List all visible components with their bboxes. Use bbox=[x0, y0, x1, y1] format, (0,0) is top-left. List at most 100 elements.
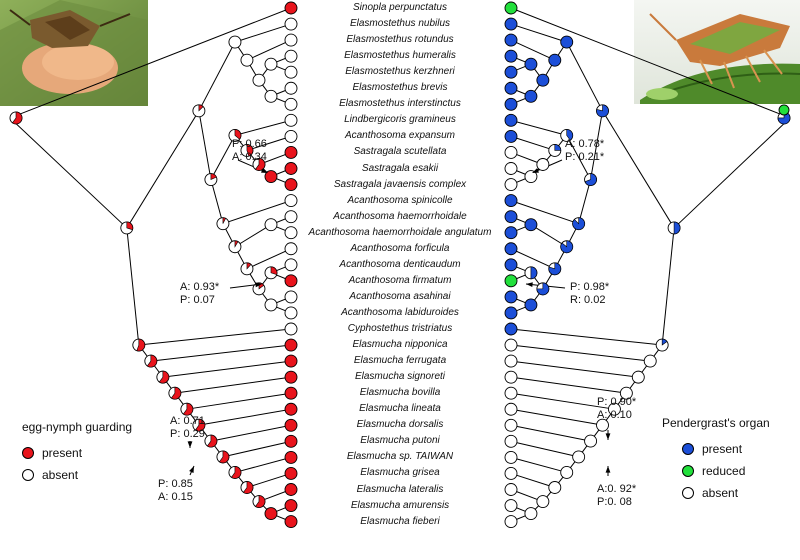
node-marker-right bbox=[643, 354, 657, 368]
annotation-node-elasmucha2-a: A: 0.15 bbox=[158, 491, 193, 503]
tip-marker-right bbox=[504, 258, 518, 272]
tree-branch bbox=[246, 39, 292, 61]
tree-branch bbox=[530, 224, 567, 248]
tip-marker-right bbox=[504, 17, 518, 31]
tip-marker-right bbox=[504, 418, 518, 432]
annotation-right-elasmucha2-a: A:0. 92* bbox=[597, 483, 637, 495]
arrow-head bbox=[261, 168, 268, 173]
tip-marker-left bbox=[284, 354, 298, 368]
tip-marker-right bbox=[504, 1, 518, 15]
legend-label: absent bbox=[702, 486, 739, 500]
tip-marker-left bbox=[284, 178, 298, 192]
pie-slice bbox=[136, 338, 146, 352]
tip-marker-left bbox=[284, 418, 298, 432]
tip-marker-left bbox=[284, 129, 298, 143]
taxon-label: Acanthosoma haemorrhoidale angulatum bbox=[308, 226, 492, 238]
node-marker-right bbox=[524, 57, 538, 71]
pie-slice bbox=[255, 495, 266, 508]
tip-marker-right bbox=[504, 386, 518, 400]
pie-slice bbox=[530, 266, 538, 280]
pie-slice bbox=[198, 104, 204, 112]
tree-branch bbox=[9, 117, 128, 229]
white-dot-icon bbox=[682, 487, 694, 499]
pie-slice bbox=[206, 434, 218, 448]
tree-branch bbox=[150, 344, 292, 362]
arrow-head bbox=[605, 433, 611, 440]
taxon-label: Elasmucha dorsalis bbox=[356, 419, 444, 431]
arrow-head bbox=[255, 282, 262, 288]
tip-marker-left bbox=[284, 226, 298, 240]
pie-slice bbox=[560, 240, 573, 254]
tip-marker-left bbox=[284, 65, 298, 79]
arrow-head bbox=[189, 466, 194, 473]
tip-marker-right bbox=[504, 129, 518, 143]
tree-branch bbox=[510, 392, 615, 410]
tip-marker-right bbox=[504, 499, 518, 512]
taxon-label: Acanthosoma expansum bbox=[344, 130, 456, 142]
shield-bug-on-leaf-photo bbox=[634, 0, 800, 104]
legend-item-present: present bbox=[22, 442, 132, 464]
tip-marker-right bbox=[504, 97, 518, 111]
tip-marker-left bbox=[284, 145, 298, 159]
node-marker-left bbox=[228, 35, 242, 49]
taxon-label: Elasmucha lateralis bbox=[356, 483, 444, 495]
tip-marker-left bbox=[284, 290, 298, 304]
annotation-right-elasmucha-a: A: 0.10 bbox=[597, 409, 632, 421]
legend-egg-nymph-guarding: egg-nymph guarding present absent bbox=[22, 420, 132, 486]
node-marker-left bbox=[240, 53, 254, 67]
tree-branch bbox=[198, 408, 292, 426]
tip-marker-right bbox=[504, 322, 518, 336]
tree-branch bbox=[246, 472, 292, 488]
tip-marker-right bbox=[504, 210, 518, 224]
pie-slice bbox=[12, 111, 23, 125]
tip-marker-right bbox=[504, 274, 518, 288]
pie-slice bbox=[566, 129, 574, 141]
annotation-right-acanthosoma-r: R: 0.02 bbox=[570, 294, 606, 306]
tree-branch bbox=[510, 344, 651, 362]
annotation-node-elasmucha-p: P: 0.29 bbox=[170, 428, 205, 440]
node-marker-right bbox=[536, 495, 550, 508]
taxon-label: Acanthosoma asahinai bbox=[349, 290, 451, 302]
node-marker-right bbox=[631, 370, 645, 384]
shield-bug-guarding-eggs-photo bbox=[0, 0, 148, 106]
legend-label: absent bbox=[42, 468, 79, 482]
tip-marker-right bbox=[504, 145, 518, 159]
tree-branch bbox=[210, 179, 224, 224]
tree-branch bbox=[210, 135, 236, 180]
tip-marker-right bbox=[504, 354, 518, 368]
tree-branch bbox=[198, 110, 212, 180]
tree-branch bbox=[510, 440, 579, 458]
tip-marker-left bbox=[284, 370, 298, 384]
tip-marker-right bbox=[504, 515, 518, 529]
legend-label: present bbox=[42, 446, 83, 460]
tip-marker-right bbox=[504, 434, 518, 448]
legend-label: reduced bbox=[702, 464, 746, 478]
tree-branch bbox=[234, 119, 292, 136]
arrow-head bbox=[605, 466, 611, 473]
pie-slice bbox=[246, 144, 254, 157]
node-marker-right bbox=[619, 386, 633, 400]
tip-marker-right bbox=[504, 306, 518, 320]
tip-marker-left bbox=[284, 338, 298, 352]
tip-marker-right bbox=[504, 450, 518, 464]
taxon-label: Elasmucha fieberi bbox=[360, 515, 440, 527]
pie-slice bbox=[194, 418, 206, 432]
taxon-label: Elasmucha ferrugata bbox=[353, 355, 447, 367]
tip-marker-left bbox=[284, 210, 298, 224]
taxon-label: Elasmucha nipponica bbox=[352, 339, 448, 351]
tip-marker-left bbox=[284, 386, 298, 400]
tip-marker-right bbox=[504, 483, 518, 496]
tip-marker-left bbox=[284, 81, 298, 95]
blue-dot-icon bbox=[682, 443, 694, 455]
pie-slice bbox=[218, 450, 230, 464]
taxon-label: Elasmucha signoreti bbox=[354, 371, 446, 383]
tree-branch bbox=[510, 328, 663, 346]
tip-marker-left bbox=[284, 306, 298, 320]
pie-slice bbox=[572, 217, 585, 230]
tip-marker-left bbox=[284, 242, 298, 256]
taxon-label: Elasmostethus interstinctus bbox=[339, 98, 461, 110]
tree-branch bbox=[186, 392, 292, 410]
pie-slice bbox=[270, 266, 278, 276]
tip-marker-right bbox=[504, 226, 518, 240]
